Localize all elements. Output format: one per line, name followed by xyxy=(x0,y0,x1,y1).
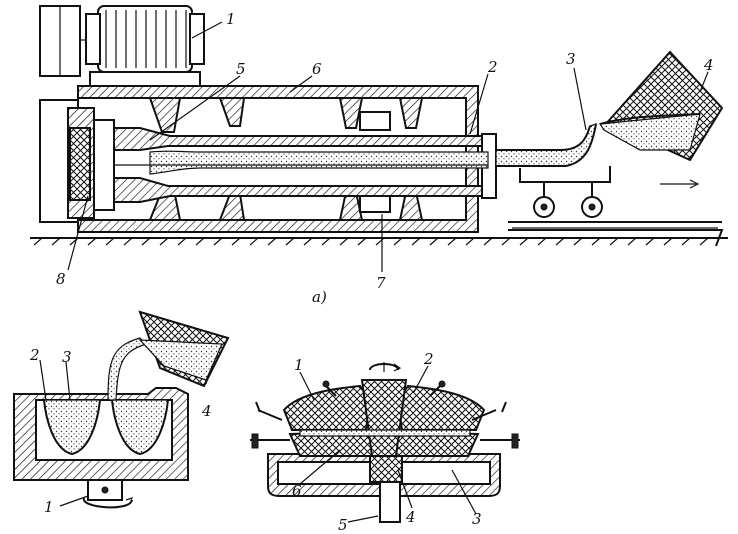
top-label-2: 2 xyxy=(487,58,498,76)
machine-casing xyxy=(77,85,479,233)
rotating-mold-tube xyxy=(113,127,497,203)
drive-housing xyxy=(39,99,115,223)
top-label-6: 6 xyxy=(312,60,322,78)
ground xyxy=(30,237,728,246)
bl-label-1: 1 xyxy=(44,498,54,516)
vertical-axis-casting: 2 3 4 1 xyxy=(13,310,230,516)
top-leader-lines xyxy=(67,21,709,272)
electric-motor xyxy=(39,5,205,87)
bl-label-4: 4 xyxy=(201,402,212,420)
bl-label-3: 3 xyxy=(62,348,72,366)
top-caption: а) xyxy=(312,288,327,306)
top-label-3: 3 xyxy=(566,50,576,68)
cart xyxy=(508,182,724,247)
top-label-1: 1 xyxy=(226,10,236,28)
bl-label-2: 2 xyxy=(29,346,40,364)
centrifugal-die-casting: 1 2 6 4 3 5 xyxy=(250,350,520,534)
br-label-2: 2 xyxy=(423,350,434,368)
br-label-4: 4 xyxy=(405,508,416,526)
br-label-3: 3 xyxy=(472,510,482,528)
top-label-5: 5 xyxy=(236,60,246,78)
br-label-5: 5 xyxy=(338,516,348,534)
pouring-trough xyxy=(495,123,611,183)
top-label-4: 4 xyxy=(703,56,714,74)
ladle xyxy=(598,50,724,189)
br-label-6: 6 xyxy=(292,482,302,500)
br-label-1: 1 xyxy=(294,356,304,374)
centrifugal-casting-machine: 1 5 6 2 3 4 8 7 а) xyxy=(30,5,728,306)
top-label-8: 8 xyxy=(56,270,66,288)
top-label-7: 7 xyxy=(376,274,386,292)
